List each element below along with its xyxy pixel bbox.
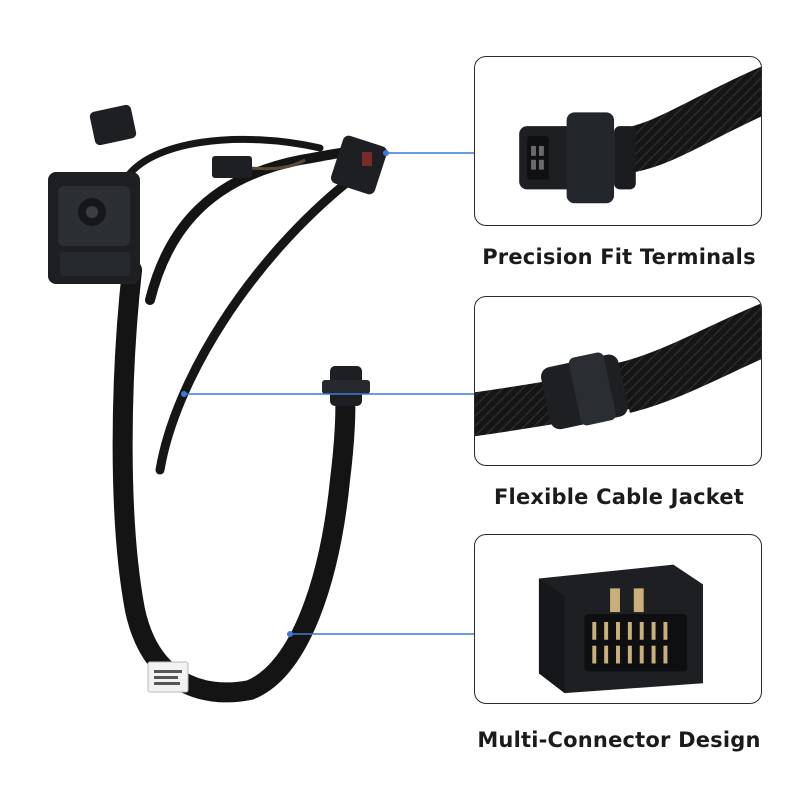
callout-panel-terminals (474, 56, 762, 226)
wire-mini-connector (249, 158, 306, 171)
mini-connector (212, 156, 252, 178)
terminal-connector-closeup-icon (519, 66, 761, 204)
branch-cable-top (121, 135, 324, 184)
callout-label-multiconnector: Multi-Connector Design (477, 728, 761, 752)
loop-end-connector (322, 366, 370, 406)
cable-jacket-closeup-icon (475, 303, 761, 437)
callout-label-terminals: Precision Fit Terminals (482, 245, 756, 269)
large-block-connector (48, 172, 140, 284)
obd-connector-closeup-icon (538, 564, 703, 694)
callout-label-jacket: Flexible Cable Jacket (494, 485, 744, 509)
leader-dot-2 (181, 391, 187, 397)
branch-cable-diagonal (155, 175, 355, 475)
top-right-connector (330, 135, 388, 195)
callout-panel-jacket (474, 296, 762, 466)
callout-panel-multiconnector (474, 534, 762, 704)
leader-dot-3 (287, 631, 293, 637)
leader-dot-1 (383, 150, 389, 156)
harness-label-tag (147, 661, 189, 693)
top-small-connector (89, 104, 137, 146)
main-cable-trunk (112, 260, 356, 703)
